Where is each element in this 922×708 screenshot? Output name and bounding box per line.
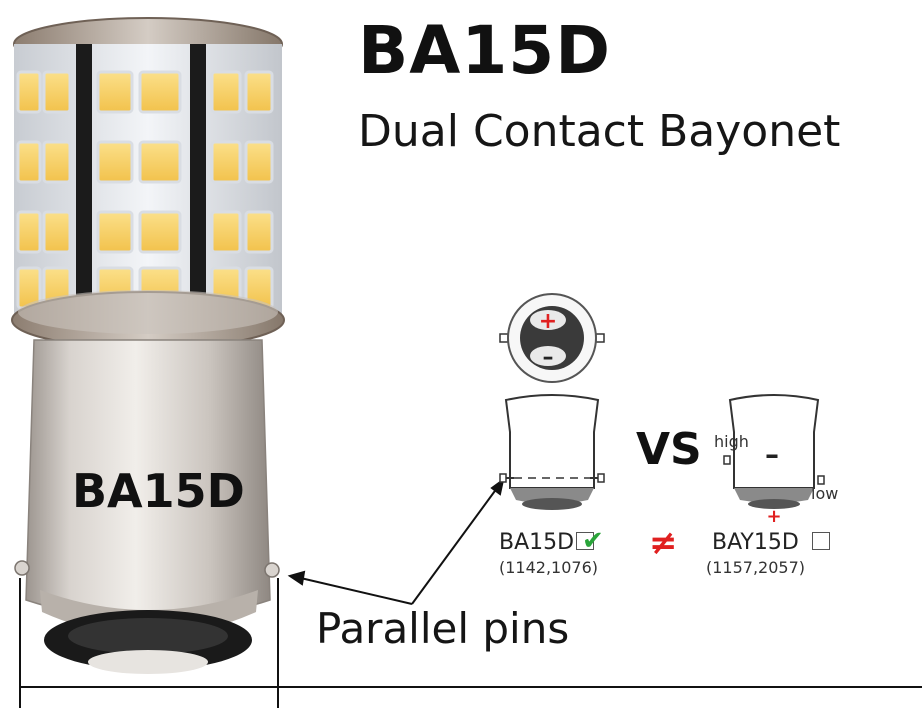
high-label: high <box>714 432 749 451</box>
led-chip <box>16 70 42 114</box>
right-pin <box>264 562 280 578</box>
ba15d-label: BA15D <box>499 530 575 555</box>
vs-text: VS <box>636 424 702 475</box>
led-chip <box>96 210 134 254</box>
led-chip <box>138 210 182 254</box>
not-equal-icon: ≠ <box>649 523 678 563</box>
bay15d-checkbox <box>812 532 830 550</box>
led-chip <box>244 210 274 254</box>
bay15d-label: BAY15D <box>712 530 799 555</box>
ba15d-codes: (1142,1076) <box>499 558 599 577</box>
led-chip <box>210 140 242 184</box>
bay15d-side-diagram: + – <box>723 394 825 527</box>
bulb-base <box>14 339 922 708</box>
ba15d-checkbox <box>576 532 594 550</box>
led-chip <box>244 140 274 184</box>
led-chip <box>16 210 42 254</box>
page-title: BA15D <box>358 12 612 89</box>
top-minus-symbol: – <box>543 345 554 370</box>
bay15d-minus-symbol: – <box>765 438 779 471</box>
led-chip <box>96 140 134 184</box>
top-view-diagram: + – <box>499 293 605 383</box>
led-chip <box>138 140 182 184</box>
bay15d-plus-symbol: + <box>766 506 781 527</box>
top-plus-symbol: + <box>539 309 557 334</box>
ba15d-side-diagram <box>499 394 605 510</box>
led-chip <box>16 140 42 184</box>
led-chip <box>210 210 242 254</box>
led-chip <box>42 70 72 114</box>
led-chip <box>138 70 182 114</box>
led-cluster <box>11 17 285 349</box>
page-subtitle: Dual Contact Bayonet <box>358 106 841 157</box>
bay15d-codes: (1157,2057) <box>706 558 806 577</box>
led-chip <box>42 210 72 254</box>
check-icon: ✔ <box>582 526 604 556</box>
left-pin <box>14 560 30 576</box>
bulb-base-label: BA15D <box>72 464 245 518</box>
led-chip <box>244 70 274 114</box>
callout-arrows <box>287 477 505 605</box>
led-chip <box>96 70 134 114</box>
parallel-pins-callout: Parallel pins <box>316 604 570 653</box>
led-chip <box>42 140 72 184</box>
low-label: low <box>811 484 839 503</box>
led-chip <box>210 70 242 114</box>
